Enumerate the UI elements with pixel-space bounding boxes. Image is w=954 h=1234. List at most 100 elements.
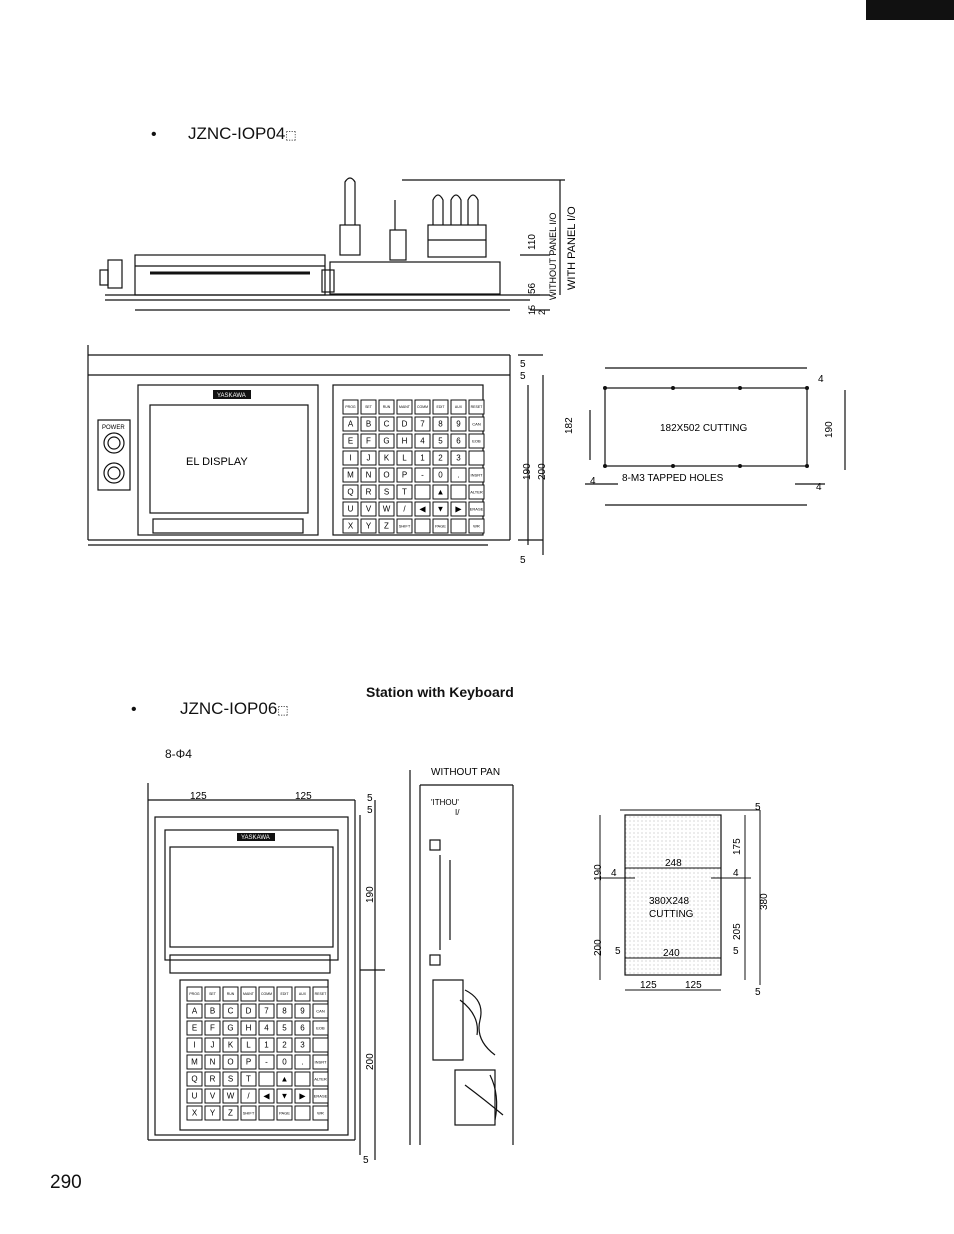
key-label: AUX	[455, 405, 463, 409]
key-label: 9	[300, 1007, 305, 1016]
key	[396, 467, 413, 483]
key	[414, 467, 431, 483]
iop06-side-view: WITHOUT PAN 'ITHOU' I/	[409, 767, 514, 1145]
key-label: WR	[473, 523, 480, 528]
key	[258, 1105, 275, 1121]
section1-bullet: •	[151, 126, 157, 143]
key-label: MAINT	[243, 992, 255, 996]
key-label: L	[246, 1041, 251, 1050]
key-label: E	[192, 1024, 197, 1033]
key	[312, 1088, 329, 1104]
key	[312, 1105, 329, 1121]
key	[258, 1088, 275, 1104]
key-label: O	[383, 471, 389, 480]
key-label: J	[367, 454, 371, 463]
key	[396, 501, 413, 517]
key	[342, 399, 359, 415]
dim-200-cut2: 200	[593, 939, 604, 956]
key	[396, 518, 413, 534]
dim-5-top-cut2: 5	[755, 802, 761, 813]
key-label: 5	[282, 1024, 287, 1033]
key	[204, 1037, 221, 1053]
dim-125-right: 125	[295, 791, 312, 802]
dim-5-top-2: 5	[367, 793, 373, 804]
key-label: RESET	[315, 992, 328, 996]
key	[378, 484, 395, 500]
key-label: -	[421, 471, 424, 480]
key	[432, 399, 449, 415]
key	[222, 1105, 239, 1121]
key	[222, 1088, 239, 1104]
key-label: 0	[282, 1058, 287, 1067]
brand-badge-2	[237, 833, 275, 841]
key	[276, 1071, 293, 1087]
key	[222, 986, 239, 1002]
dim-190: 190	[522, 463, 533, 480]
key	[450, 450, 467, 466]
cutout2-label-line2: CUTTING	[649, 909, 694, 920]
key-label: Y	[210, 1109, 216, 1118]
key-label: F	[366, 437, 371, 446]
key	[186, 1054, 203, 1070]
key	[432, 433, 449, 449]
key-label: B	[210, 1007, 215, 1016]
key-label: U	[348, 505, 354, 514]
key	[414, 399, 431, 415]
key-label: Q	[191, 1075, 197, 1084]
dim-190-2: 190	[365, 886, 376, 903]
dim-4-left: 4	[590, 476, 596, 487]
iop04-cutout: 182X502 CUTTING 8-M3 TAPPED HOLES 182 19…	[564, 367, 846, 506]
key	[378, 433, 395, 449]
key	[204, 1020, 221, 1036]
dim-5-top: 5	[520, 359, 526, 370]
dim-5-bottom-cut2: 5	[755, 987, 761, 998]
key	[276, 1088, 293, 1104]
dim-110: 110	[527, 234, 538, 250]
key-label: INSRT	[471, 472, 483, 477]
section2-model-suffix: ⬚	[277, 703, 289, 717]
key	[432, 484, 449, 500]
key-label: Y	[366, 522, 372, 531]
brand-badge	[213, 390, 251, 399]
key	[240, 1071, 257, 1087]
key	[312, 1054, 329, 1070]
key-label: R	[210, 1075, 216, 1084]
key-label: /	[403, 505, 406, 514]
key	[276, 1037, 293, 1053]
cutout2-label-line1: 380X248	[649, 896, 689, 907]
key-label: H	[402, 437, 408, 446]
brand-badge-2-text: YASKAWA	[241, 835, 270, 841]
key-label: COMM	[261, 992, 272, 996]
key	[414, 518, 431, 534]
key	[342, 416, 359, 432]
key-label: M	[191, 1058, 198, 1067]
key	[222, 1071, 239, 1087]
key-label: P	[246, 1058, 251, 1067]
section2-heading: Station with Keyboard	[366, 684, 514, 700]
section2-model-title: JZNC-IOP06⬚	[180, 700, 289, 717]
key-label: 3	[456, 454, 461, 463]
dim-5-bottom-2: 5	[363, 1155, 369, 1166]
key-label: 6	[300, 1024, 305, 1033]
key-label: P	[402, 471, 407, 480]
key-label: RUN	[227, 992, 235, 996]
key	[294, 1003, 311, 1019]
key-label: ▶	[455, 505, 462, 514]
key-label: RUN	[383, 405, 391, 409]
key	[450, 518, 467, 534]
dim-200: 200	[537, 463, 548, 480]
key-label: A	[348, 420, 354, 429]
label-io-short: I/	[455, 808, 460, 817]
key	[378, 518, 395, 534]
section1-model-title: JZNC-IOP04⬚	[188, 125, 297, 142]
key	[450, 501, 467, 517]
key-label: SET	[365, 405, 373, 409]
dim-5-left-2: 5	[615, 946, 621, 957]
key	[204, 1003, 221, 1019]
key-label: X	[192, 1109, 198, 1118]
key	[204, 1071, 221, 1087]
key-label: G	[227, 1024, 233, 1033]
key-label: -	[265, 1058, 268, 1067]
